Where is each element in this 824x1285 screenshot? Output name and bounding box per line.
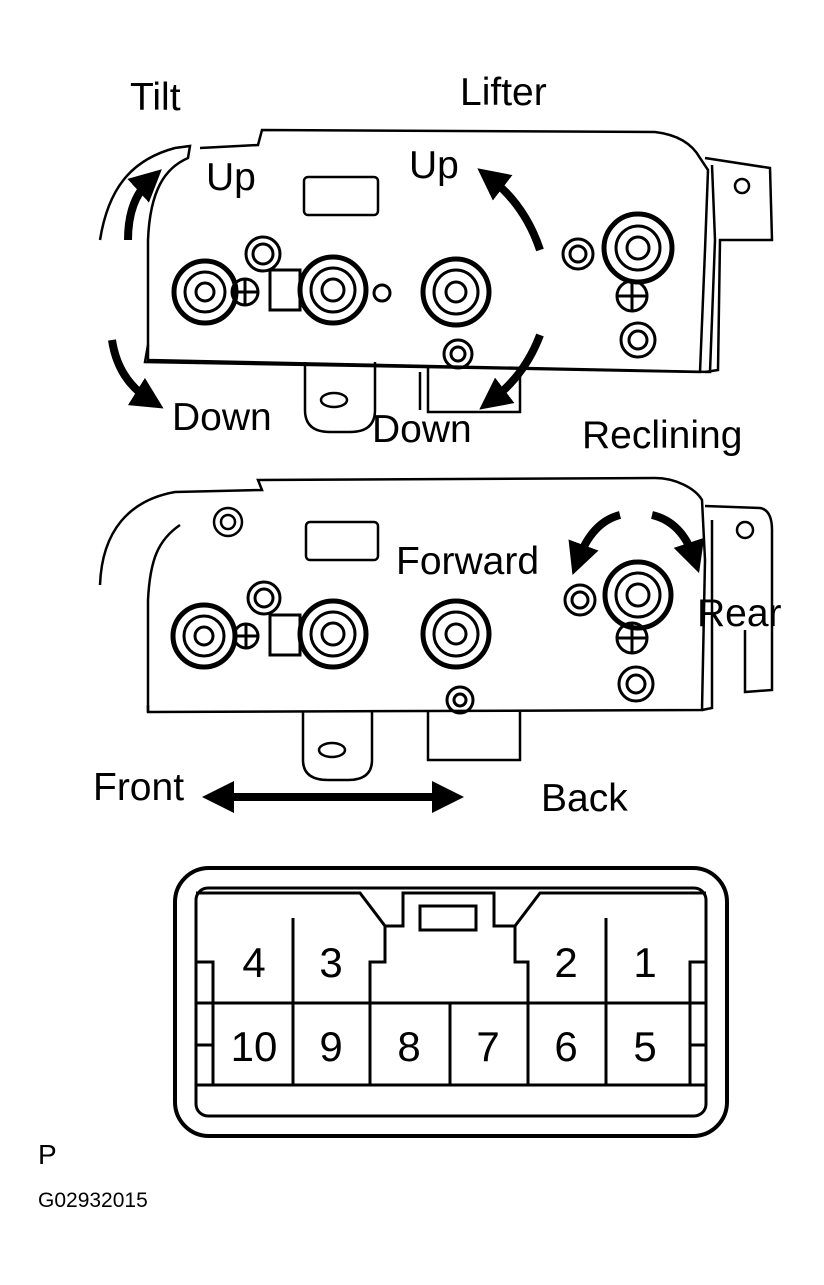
lifter-label: Lifter <box>460 71 547 114</box>
pin-3: 3 <box>319 939 343 986</box>
bottom-knobs <box>170 559 674 715</box>
pin-9: 9 <box>319 1023 343 1070</box>
rear-label: Rear <box>697 592 782 635</box>
lifter-down-arrow <box>479 333 544 410</box>
connector-cavities <box>194 891 708 1087</box>
lifter-down-label: Down <box>372 408 472 451</box>
reclining-label: Reclining <box>582 414 743 457</box>
top-knobs <box>171 211 675 370</box>
pin-2: 2 <box>554 939 578 986</box>
rear-arrow <box>650 511 705 574</box>
figure-id: G02932015 <box>38 1189 148 1212</box>
tilt-up-label: Up <box>206 156 256 199</box>
connector-code: P <box>38 1139 57 1170</box>
tilt-label: Tilt <box>130 76 181 119</box>
pin-1: 1 <box>633 939 657 986</box>
lifter-up-arrow <box>477 168 544 252</box>
pin-6: 6 <box>554 1023 578 1070</box>
tilt-down-label: Down <box>172 396 272 439</box>
front-label: Front <box>93 766 185 809</box>
forward-arrow <box>568 511 622 576</box>
pin-7: 7 <box>476 1023 500 1070</box>
pin-10: 10 <box>230 1023 278 1070</box>
tilt-down-arrow <box>108 339 164 409</box>
lifter-up-label: Up <box>409 144 459 187</box>
forward-label: Forward <box>396 540 540 583</box>
pin-4: 4 <box>242 939 266 986</box>
pin-5: 5 <box>633 1023 657 1070</box>
tilt-up-arrow <box>124 169 162 241</box>
pin-8: 8 <box>397 1023 421 1070</box>
bottom-switch-body <box>98 476 774 782</box>
back-label: Back <box>541 777 628 820</box>
